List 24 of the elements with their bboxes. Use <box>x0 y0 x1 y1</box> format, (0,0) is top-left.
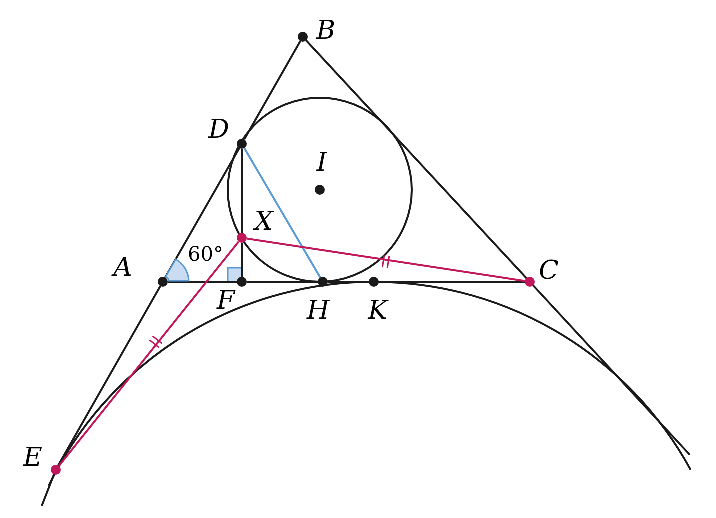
line-segment <box>58 241 240 467</box>
line-segment <box>58 286 162 466</box>
line-segment <box>328 281 369 283</box>
line-segment <box>241 149 243 233</box>
line-segment <box>379 281 525 283</box>
angle-label: 60° <box>188 242 224 266</box>
point-label: H <box>307 296 329 326</box>
line-segment <box>164 148 240 278</box>
line-segment <box>244 40 302 140</box>
point-label: A <box>112 253 134 283</box>
point-label: F <box>216 286 237 316</box>
point-label: D <box>208 115 230 145</box>
point-label: E <box>22 443 44 473</box>
point-label: K <box>367 296 389 326</box>
point-label: X <box>253 207 275 237</box>
line-segment <box>244 148 322 278</box>
line-segment <box>168 281 237 283</box>
line-segment <box>246 238 526 282</box>
line-segment <box>306 40 528 279</box>
point-label: C <box>538 256 560 286</box>
line-segment <box>247 281 318 283</box>
line-segment <box>241 243 243 277</box>
point-label: I <box>316 148 328 178</box>
point-label: B <box>315 16 337 46</box>
